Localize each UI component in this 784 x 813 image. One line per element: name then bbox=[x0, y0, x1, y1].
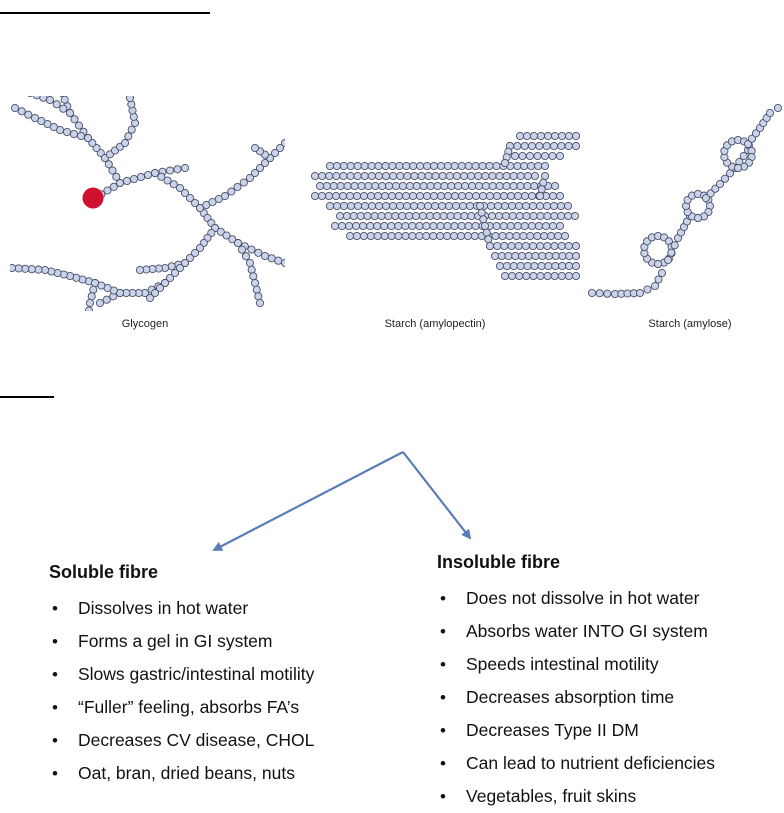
fibre-heading-underline bbox=[0, 396, 54, 398]
insoluble-fibre-heading: Insoluble fibre bbox=[437, 552, 561, 572]
insoluble-fibre-section: Insoluble fibre Does not dissolve in hot… bbox=[437, 552, 715, 813]
amylose-diagram bbox=[587, 103, 783, 299]
list-item: Forms a gel in GI system bbox=[49, 625, 314, 658]
list-item: Slows gastric/intestinal motility bbox=[49, 658, 314, 691]
list-item: Decreases Type II DM bbox=[437, 714, 715, 747]
polysaccharide-figure bbox=[10, 96, 783, 311]
list-item: Does not dissolve in hot water bbox=[437, 582, 715, 615]
top-heading-underline bbox=[0, 12, 210, 14]
list-item: Absorbs water INTO GI system bbox=[437, 615, 715, 648]
insoluble-fibre-list: Does not dissolve in hot water Absorbs w… bbox=[437, 582, 715, 813]
list-item: Speeds intestinal motility bbox=[437, 648, 715, 681]
soluble-fibre-list: Dissolves in hot water Forms a gel in GI… bbox=[49, 592, 314, 790]
list-item: “Fuller” feeling, absorbs FA’s bbox=[49, 691, 314, 724]
soluble-fibre-heading: Soluble fibre bbox=[49, 562, 159, 582]
arrow-to-soluble bbox=[212, 451, 404, 551]
list-item: Oat, bran, dried beans, nuts bbox=[49, 757, 314, 790]
list-item: Decreases CV disease, CHOL bbox=[49, 724, 314, 757]
caption-amylose: Starch (amylose) bbox=[648, 318, 732, 330]
branch-arrows bbox=[212, 451, 472, 551]
amylopectin-diagram bbox=[310, 131, 580, 281]
soluble-fibre-section: Soluble fibre Dissolves in hot water For… bbox=[49, 562, 314, 790]
caption-amylopectin: Starch (amylopectin) bbox=[384, 318, 486, 330]
glycogen-diagram bbox=[10, 96, 285, 311]
arrow-to-insoluble bbox=[402, 451, 472, 540]
list-item: Vegetables, fruit skins bbox=[437, 780, 715, 813]
list-item: Can lead to nutrient deficiencies bbox=[437, 747, 715, 780]
glycogen-core-dot bbox=[82, 187, 104, 209]
list-item: Decreases absorption time bbox=[437, 681, 715, 714]
caption-glycogen: Glycogen bbox=[121, 318, 169, 330]
list-item: Dissolves in hot water bbox=[49, 592, 314, 625]
